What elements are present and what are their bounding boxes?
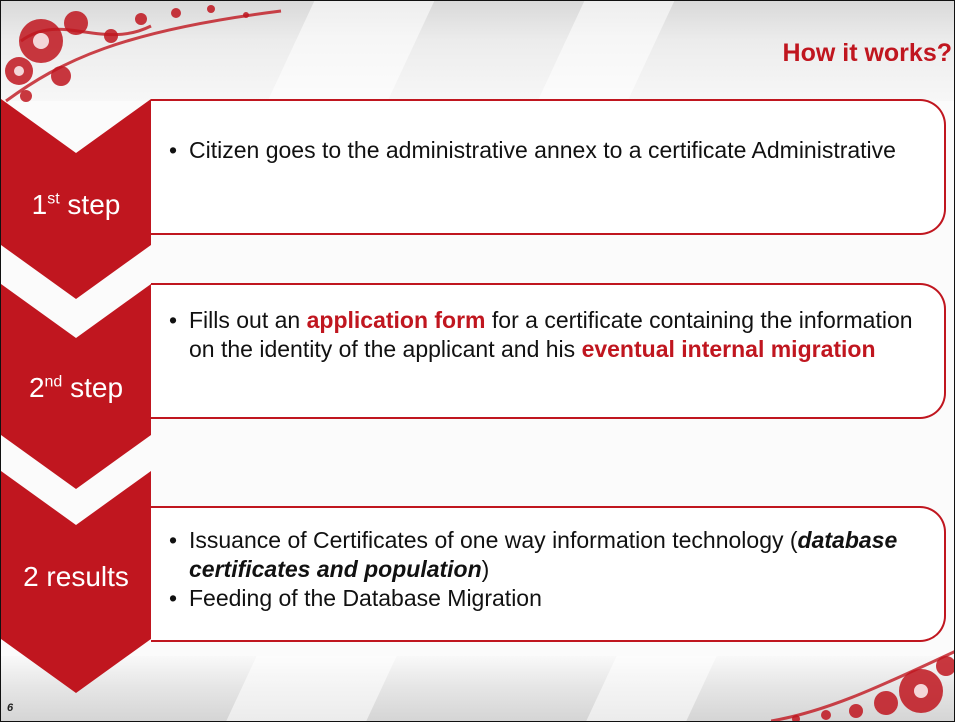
light-streak <box>585 656 717 721</box>
floral-ornament-bottom-right <box>771 650 954 721</box>
step-2-bullet: Fills out an application form for a cert… <box>151 306 944 364</box>
slide-title: How it works? <box>782 39 952 67</box>
italic-database-certificates: database certificates and population <box>189 527 898 582</box>
results-bullet-2: Feeding of the Database Migration <box>151 584 944 613</box>
step-1-box: Citizen goes to the administrative annex… <box>151 99 946 235</box>
highlight-internal-migration: eventual internal migration <box>581 336 876 362</box>
page-number: 6 <box>7 702 14 714</box>
step-2-box: Fills out an application form for a cert… <box>151 283 946 419</box>
light-streak <box>225 656 397 721</box>
results-label: 2 results <box>23 561 129 592</box>
floral-ornament-top-left <box>5 5 282 103</box>
results-chevron: 2 results <box>1 471 151 693</box>
step-2-chevron: 2nd step <box>1 284 151 489</box>
step-1-chevron: 1st step <box>1 99 151 299</box>
step-1-label: 1st step <box>31 189 121 220</box>
light-streak <box>537 1 675 101</box>
bottom-decorative-band <box>1 656 954 721</box>
top-decorative-band <box>1 1 954 101</box>
results-box: Issuance of Certificates of one way info… <box>151 506 946 642</box>
step-1-bullet: Citizen goes to the administrative annex… <box>151 136 944 165</box>
step-2-label: 2nd step <box>28 372 124 403</box>
highlight-application-form: application form <box>306 307 486 333</box>
results-bullet-1: Issuance of Certificates of one way info… <box>151 526 944 584</box>
